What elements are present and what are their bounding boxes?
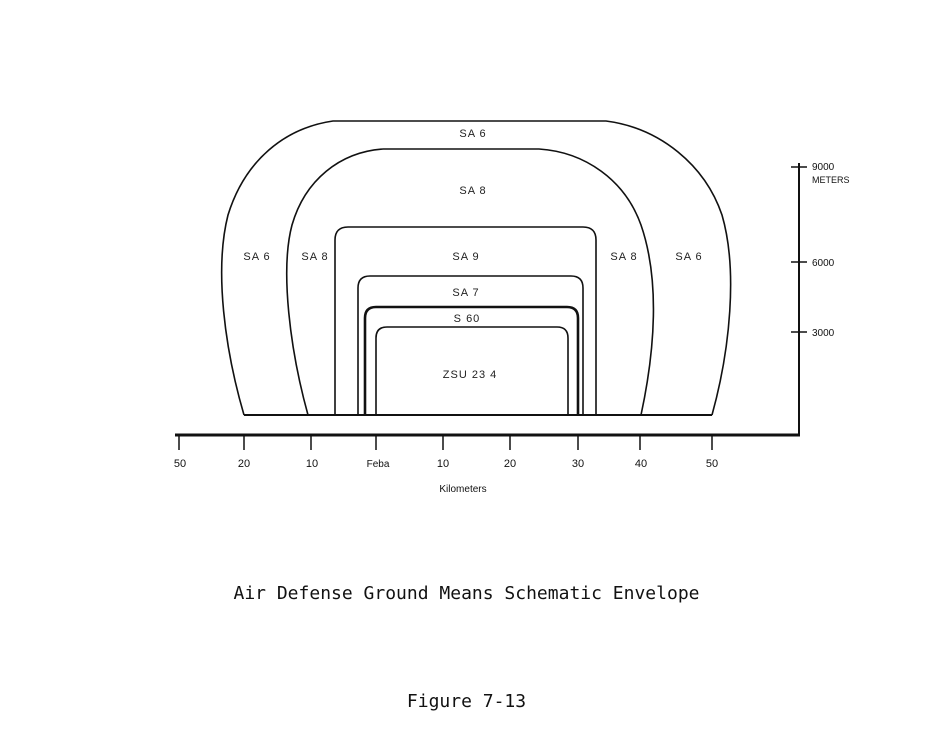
x-tick-label: 10: [306, 458, 318, 470]
x-tick-label: 40: [635, 458, 647, 470]
y-tick-label: 6000: [812, 258, 835, 269]
x-tick-label: 20: [238, 458, 250, 470]
label-zsu: ZSU 23 4: [443, 369, 497, 381]
label-sa7: SA 7: [452, 287, 479, 299]
figure-number: Figure 7-13: [406, 691, 527, 712]
y-tick-label: 3000: [812, 328, 835, 339]
s60-envelope: [363, 305, 580, 415]
figure-title: Air Defense Ground Means Schematic Envel…: [233, 583, 700, 604]
label-sa6-left: SA 6: [243, 251, 270, 263]
y-tick-label: 9000: [812, 162, 835, 173]
y-axis-ticks: [791, 166, 807, 333]
label-sa8-left: SA 8: [301, 251, 328, 263]
sa8-envelope: [285, 148, 655, 416]
label-sa9: SA 9: [452, 251, 479, 263]
label-s60: S 60: [454, 313, 481, 325]
label-sa6-top: SA 6: [459, 128, 486, 140]
x-tick-label: 10: [437, 458, 449, 470]
label-sa6-right: SA 6: [675, 251, 702, 263]
x-axis-ticks: [178, 435, 713, 450]
x-axis-title: Kilometers: [439, 484, 486, 495]
sa9-envelope: [334, 226, 597, 415]
x-tick-label: 30: [572, 458, 584, 470]
x-tick-label-feba: Feba: [367, 459, 390, 470]
y-axis-unit: METERS: [812, 175, 850, 185]
x-tick-label: 20: [504, 458, 516, 470]
label-sa8-top: SA 8: [459, 185, 486, 197]
sa6-envelope: [220, 120, 732, 416]
x-tick-label: 50: [706, 458, 718, 470]
label-sa8-right: SA 8: [610, 251, 637, 263]
zsu-envelope: [375, 326, 569, 415]
sa7-envelope: [357, 275, 584, 415]
x-tick-label: 50: [174, 458, 186, 470]
